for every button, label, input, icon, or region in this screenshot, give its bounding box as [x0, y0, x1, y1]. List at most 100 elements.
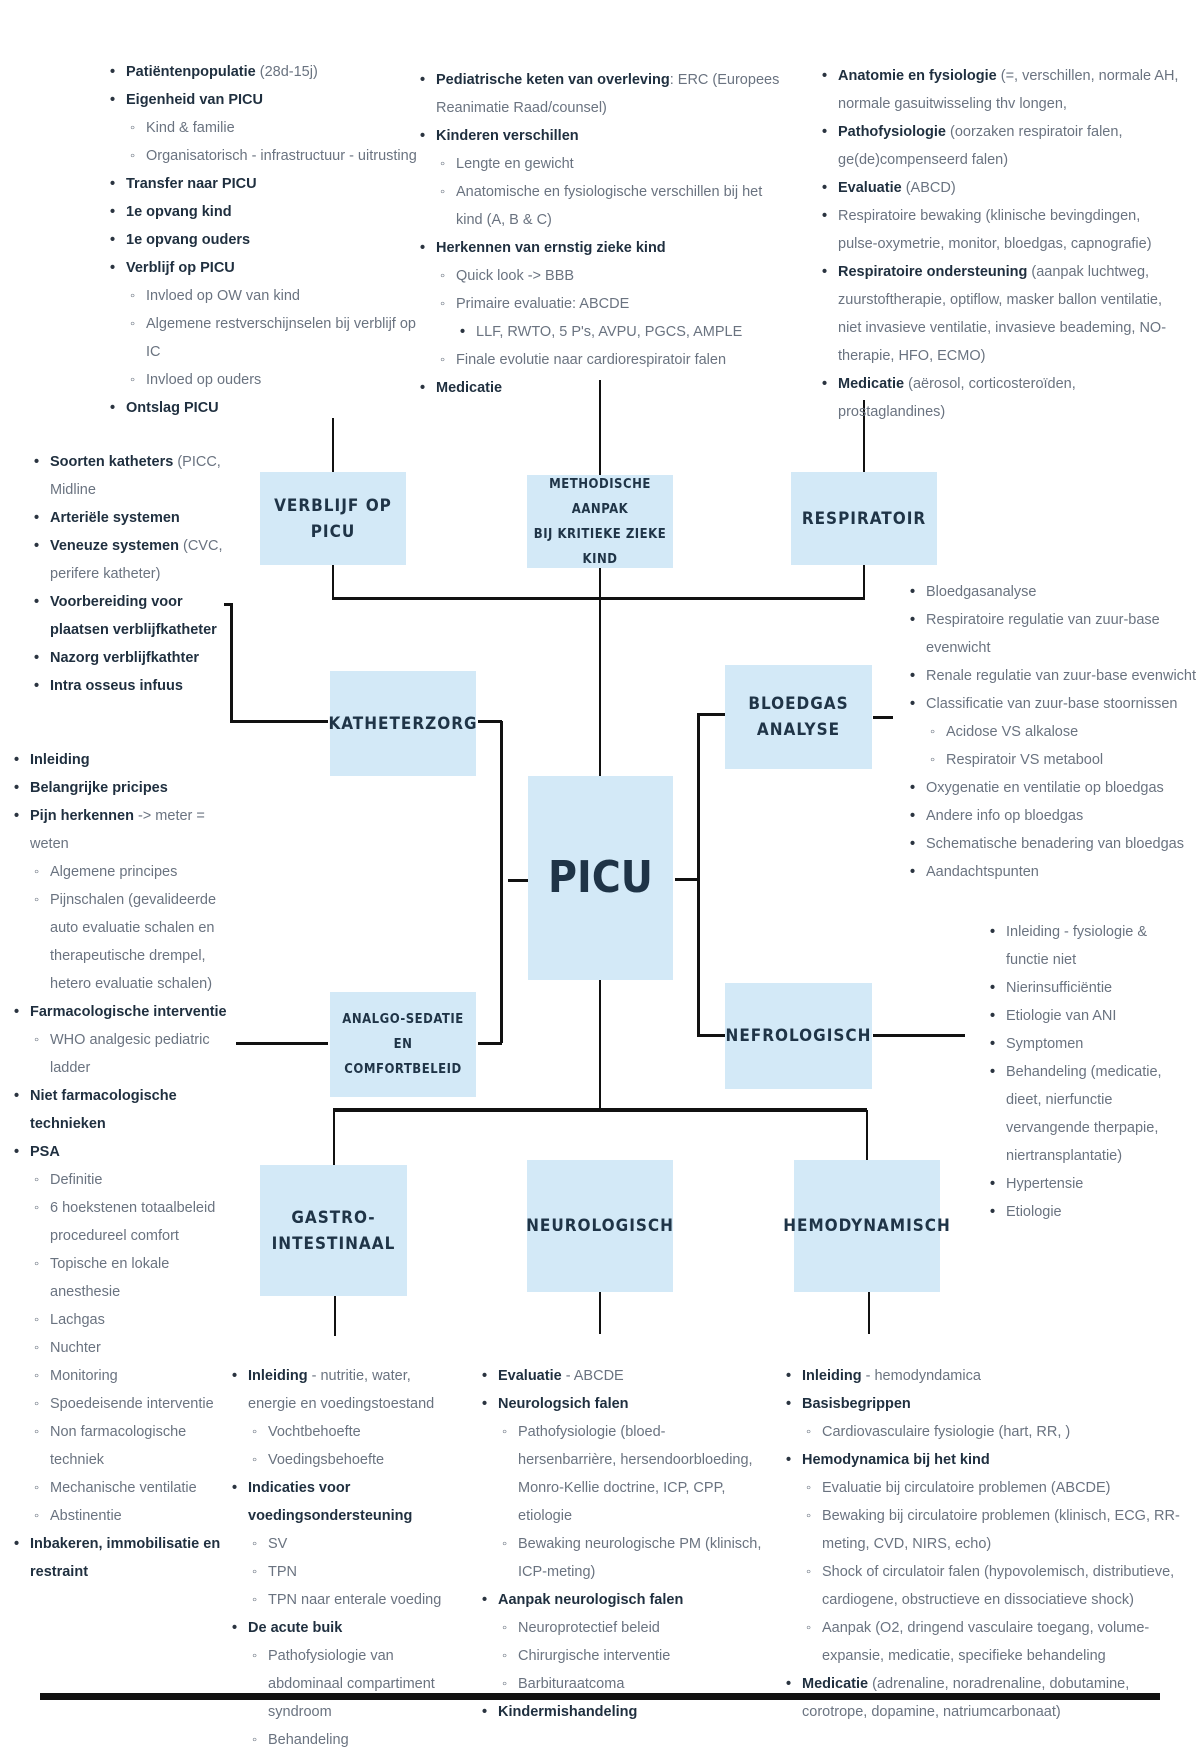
list-item-text: Nuchter: [50, 1340, 101, 1356]
list-item: Bloedgasanalyse: [910, 578, 1200, 606]
node-respiratoir: RESPIRATOIR: [791, 472, 937, 565]
list-item: Inbakeren, immobilisatie en restraint: [14, 1530, 239, 1586]
list-item-heading: Pediatrische keten van overleving: [436, 72, 670, 88]
node-hemodynamisch: HEMODYNAMISCH: [783, 1160, 950, 1292]
list-item: Cardiovasculaire fysiologie (hart, RR, ): [786, 1418, 1181, 1446]
list-item: Algemene restverschijnselen bij verblijf…: [110, 310, 430, 366]
list-item-text: Voedingsbehoefte: [268, 1452, 385, 1468]
list-item-text: Behandeling (medicatie, dieet, nierfunct…: [1006, 1064, 1162, 1164]
list-item: Medicatie: [420, 374, 790, 402]
list-item: Medicatie (aërosol, corticosteroïden, pr…: [822, 370, 1182, 426]
list-item-text: Algemene restverschijnselen bij verblijf…: [146, 316, 416, 360]
list-item-text: (28d-15j): [255, 64, 318, 80]
list-item-text: (PICC, Midline: [50, 454, 221, 498]
list-item-text: Etiologie van ANI: [1006, 1008, 1117, 1024]
list-item: Lengte en gewicht: [420, 150, 790, 178]
list-item: Eigenheid van PICU: [110, 86, 430, 114]
list-item-text: Hypertensie: [1006, 1176, 1084, 1192]
list-item-text: Aandachtspunten: [926, 864, 1039, 880]
list-nefrologisch: Inleiding - fysiologie & functie nietNie…: [990, 918, 1190, 1226]
list-item: PSA: [14, 1138, 239, 1166]
list-item-text: Neuroprotectief beleid: [518, 1620, 660, 1636]
list-item-heading: Evaluatie: [498, 1368, 562, 1384]
list-item: Vochtbehoefte: [232, 1418, 462, 1446]
list-item-text: (CVC, perifere katheter): [50, 538, 223, 582]
list-item: Monitoring: [14, 1362, 239, 1390]
list-item-text: Quick look -> BBB: [456, 268, 575, 284]
list-item-text: Topische en lokale anesthesie: [50, 1256, 170, 1300]
connector-verblijf-top: [332, 418, 334, 472]
list-item-heading: Soorten katheters: [50, 454, 174, 470]
list-item: Aanpak (O2, dringend vasculaire toegang,…: [786, 1614, 1181, 1670]
list-item-heading: Veneuze systemen: [50, 538, 179, 554]
list-item-text: TPN: [268, 1564, 297, 1580]
list-item-heading: Intra osseus infuus: [50, 678, 183, 694]
connector-respiratoir-down: [863, 565, 865, 599]
list-item-text: Bloedgasanalyse: [926, 584, 1037, 600]
list-item: TPN: [232, 1558, 462, 1586]
list-item-text: Barbituraatcoma: [518, 1676, 625, 1692]
connector-gastro: [333, 1110, 335, 1165]
list-item-heading: Medicatie: [802, 1676, 869, 1692]
connector-nefro-left: [697, 1034, 725, 1037]
list-item-text: -> meter = weten: [30, 808, 205, 852]
list-item-text: Andere info op bloedgas: [926, 808, 1084, 824]
list-item-text: Nierinsufficiëntie: [1006, 980, 1113, 996]
list-item: Nuchter: [14, 1334, 239, 1362]
connector-katheter-left: [232, 720, 328, 723]
connector-verblijf-down: [332, 565, 334, 599]
list-item: Invloed op ouders: [110, 366, 430, 394]
list-item-heading: Medicatie: [838, 376, 905, 392]
list-item: Arteriële systemen: [34, 504, 224, 532]
list-item-text: Pathofysiologie (bloed-hersenbarrière, h…: [518, 1424, 753, 1524]
list-item-heading: Eigenheid van PICU: [126, 92, 263, 108]
list-item-text: (=, verschillen, normale AH, normale gas…: [838, 68, 1179, 112]
list-item-text: Renale regulatie van zuur-base evenwicht: [926, 668, 1197, 684]
node-gastro-intestinaal: GASTRO- INTESTINAAL: [260, 1165, 407, 1296]
list-item: Voorbereiding voor plaatsen verblijfkath…: [34, 588, 224, 644]
list-item-text: Pijnschalen (gevalideerde auto evaluatie…: [50, 892, 217, 992]
list-item-text: Chirurgische interventie: [518, 1648, 671, 1664]
list-item: Nazorg verblijfkathter: [34, 644, 224, 672]
list-item: Topische en lokale anesthesie: [14, 1250, 239, 1306]
list-item: Aanpak neurologisch falen: [482, 1586, 762, 1614]
list-verblijf: Patiëntenpopulatie (28d-15j) Eigenheid va…: [110, 58, 430, 422]
list-item: Belangrijke pricipes: [14, 774, 239, 802]
list-item: Behandeling (medicatie, dieet, nierfunct…: [990, 1058, 1190, 1170]
connector-analgo-left: [236, 1042, 328, 1045]
list-item: 6 hoekstenen totaalbeleid procedureel co…: [14, 1194, 239, 1250]
list-item-heading: Nazorg verblijfkathter: [50, 650, 200, 666]
list-item-heading: Indicaties voor voedingsondersteuning: [248, 1480, 413, 1524]
list-item-text: Oxygenatie en ventilatie op bloedgas: [926, 780, 1164, 796]
node-methodische-aanpak: METHODISCHE AANPAK BIJ KRITIEKE ZIEKE KI…: [527, 475, 673, 568]
list-item-text: Monitoring: [50, 1368, 118, 1384]
list-item: Inleiding - nutritie, water, energie en …: [232, 1362, 462, 1418]
list-item: Verblijf op PICU: [110, 254, 430, 282]
list-item: Hemodynamica bij het kind: [786, 1446, 1181, 1474]
list-methodisch: Pediatrische keten van overleving: ERC (…: [420, 66, 790, 402]
list-item: Kinderen verschillen: [420, 122, 790, 150]
list-item-heading: Anatomie en fysiologie: [838, 68, 997, 84]
list-item-text: (aërosol, corticosteroïden, prostaglandi…: [838, 376, 1076, 420]
connector-methodisch-top: [599, 380, 601, 475]
list-item: Behandeling: [232, 1726, 462, 1754]
list-item: Transfer naar PICU: [110, 170, 430, 198]
list-item: Organisatorisch - infrastructuur - uitru…: [110, 142, 430, 170]
list-item-heading: Neurologsich falen: [498, 1396, 629, 1412]
list-item: Neurologsich falen: [482, 1390, 762, 1418]
list-item: Anatomische en fysiologische verschillen…: [420, 178, 790, 234]
list-item-text: Shock of circulatoir falen (hypovolemisc…: [822, 1564, 1175, 1608]
list-item: Intra osseus infuus: [34, 672, 224, 700]
list-item: Pathofysiologie (bloed-hersenbarrière, h…: [482, 1418, 762, 1530]
list-item-text: TPN naar enterale voeding: [268, 1592, 442, 1608]
list-item: SV: [232, 1530, 462, 1558]
connector-gastro-list: [334, 1296, 336, 1336]
list-item: Evaluatie - ABCDE: [482, 1362, 762, 1390]
list-item: Bewaking neurologische PM (klinisch, ICP…: [482, 1530, 762, 1586]
list-item: Hypertensie: [990, 1170, 1190, 1198]
list-item-text: Algemene principes: [50, 864, 178, 880]
connector-center-left: [508, 879, 528, 882]
list-item: Patiëntenpopulatie (28d-15j): [110, 58, 430, 86]
list-item-heading: Hemodynamica bij het kind: [802, 1452, 990, 1468]
list-item-text: (oorzaken respiratoir falen, ge(de)compe…: [838, 124, 1123, 168]
